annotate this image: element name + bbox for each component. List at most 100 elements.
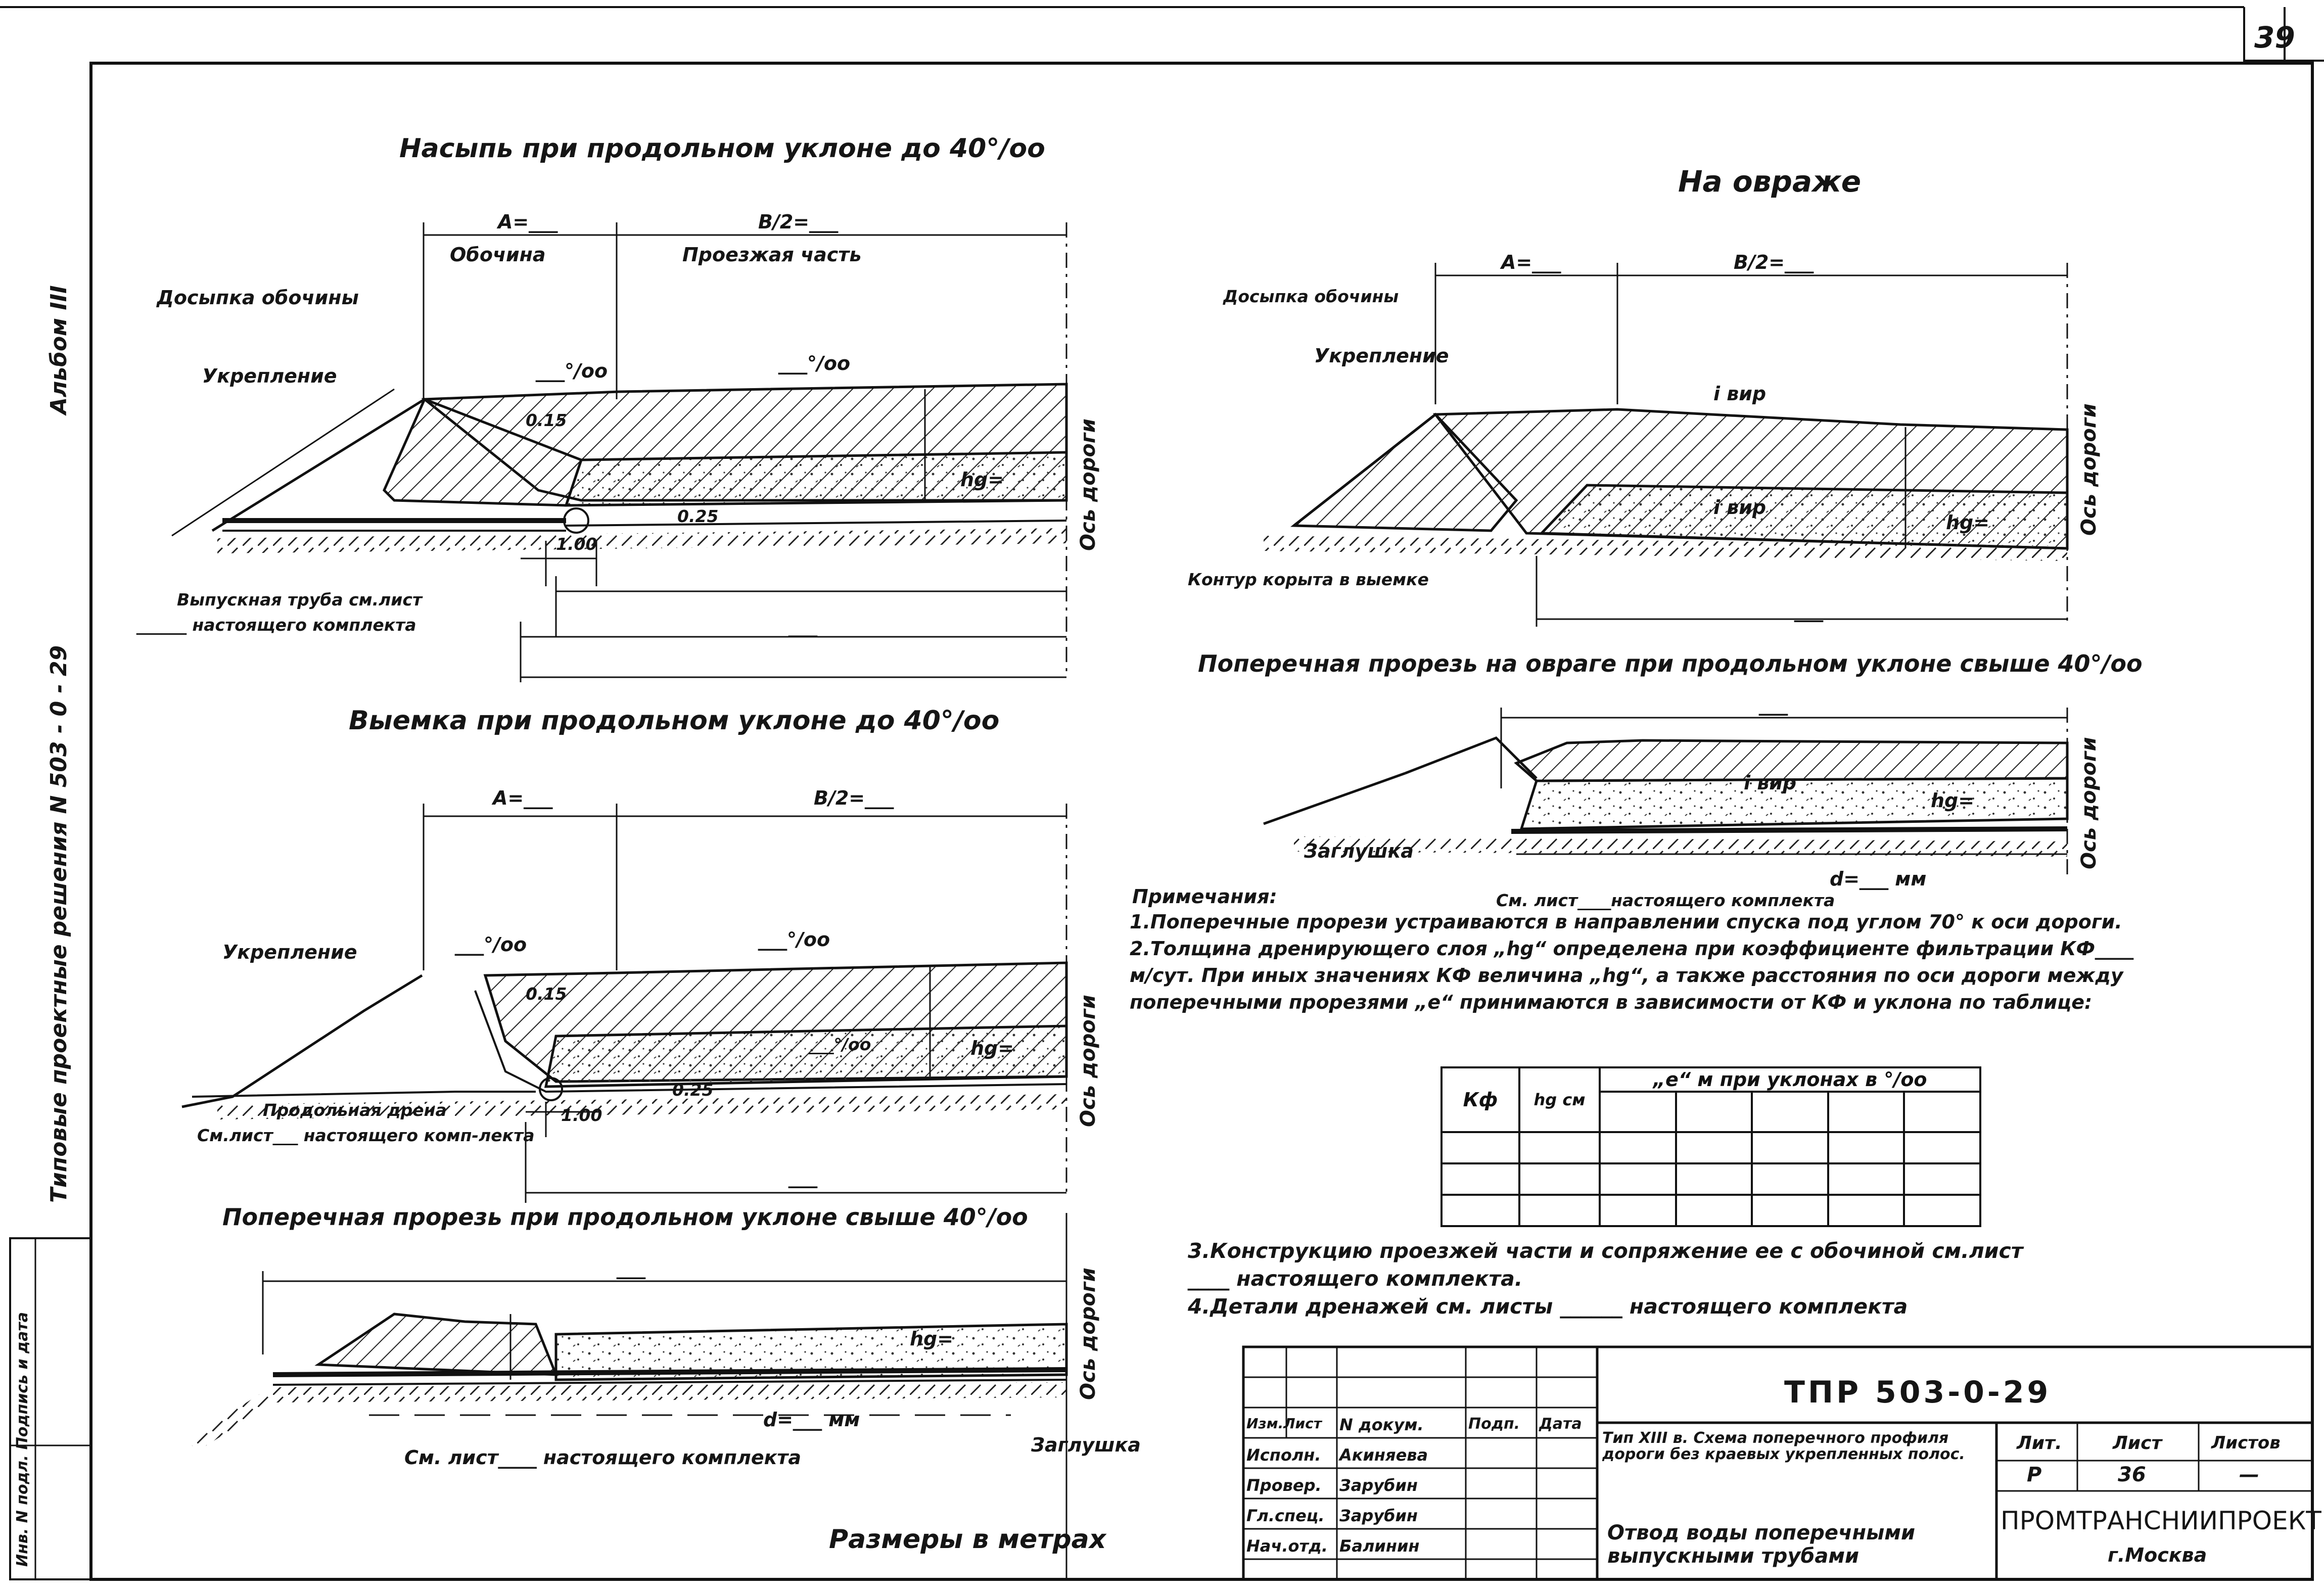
dim-blank: ___: [617, 1257, 645, 1279]
slope-drain: ___°/оо: [809, 1035, 871, 1054]
series-label: Типовые проектные решения N 503 - 0 - 29: [46, 645, 72, 1203]
name-3: Зарубин: [1339, 1476, 1418, 1495]
reinforcement-label: Укрепление: [222, 941, 357, 963]
transverse-section: [188, 1271, 1068, 1452]
dim-blank: ___: [788, 615, 817, 637]
sheet-label: Лист: [2113, 1433, 2162, 1454]
e-header: „е“ м при уклонах в °/оо: [1599, 1066, 1981, 1093]
dim-b: В/2=___: [758, 211, 839, 233]
note-2c: поперечными прорезями „е“ принимаются в …: [1130, 991, 2093, 1013]
title-transverse: Поперечная прорезь при продольном уклоне…: [222, 1203, 1028, 1231]
dim-015: 0.15: [526, 410, 567, 430]
lit-value: Р: [2027, 1463, 2042, 1486]
dim-025: 0.25: [677, 506, 719, 526]
reinforcement-label: Укрепление: [202, 365, 337, 387]
ravine-section: [1263, 263, 2069, 627]
hg-label: hg=: [960, 469, 1004, 491]
sheet-value: 36: [2118, 1463, 2146, 1486]
dim-025: 0.25: [672, 1080, 714, 1100]
note-4: 4.Детали дренажей см. листы ______ насто…: [1188, 1294, 1908, 1319]
units-label: Размеры в метрах: [829, 1524, 1106, 1555]
sheet-subject: Отвод воды поперечными выпускными трубам…: [1607, 1521, 1916, 1568]
trough-contour-label: Контур корыта в выемке: [1188, 570, 1429, 589]
slope-shoulder: ___°/оо: [536, 360, 608, 382]
slope-shoulder: ___°/оо: [455, 933, 527, 956]
embankment-section: [171, 222, 1068, 682]
road-axis-label: Ось дороги: [2077, 403, 2101, 536]
lit-label: Лит.: [2017, 1433, 2062, 1454]
date-header: Дата: [1539, 1415, 1582, 1433]
name-2: Зарубин: [1339, 1506, 1418, 1525]
title-embankment: Насыпь при продольном уклоне до 40°/оо: [399, 133, 1045, 164]
album-label: Альбом III: [46, 285, 72, 414]
i-vir-label: i вир: [1744, 772, 1797, 794]
d-mm-label: d=___ мм: [763, 1409, 860, 1431]
plug-label: Заглушка: [1304, 840, 1414, 862]
plug-label: Заглушка: [1031, 1434, 1141, 1456]
reinforcement-label: Укрепление: [1314, 345, 1449, 367]
sheet-description: Тип XIII в. Схема поперечного профиля до…: [1602, 1429, 1965, 1463]
kf-header: Кф: [1440, 1066, 1520, 1133]
title-block-frame: [1242, 1345, 2314, 1581]
dim-blank: ___: [1759, 693, 1788, 716]
this-set-label: ______ настоящего комплекта: [136, 615, 416, 635]
see-sheet-set-label: См.лист___ настоящего комп-лекта: [197, 1126, 535, 1145]
organization: ПРОМТРАНСНИИПРОЕКТ: [2001, 1506, 2321, 1535]
longitudinal-drain-label: Продольная дрена: [263, 1100, 447, 1120]
role-5: Изм.Лист: [1246, 1415, 1322, 1432]
title-ravine-transverse: Поперечная прорезь на овраге при продоль…: [1198, 650, 2143, 677]
hg-label: hg=: [910, 1328, 954, 1350]
note-2b: м/сут. При иных значениях КФ величина „h…: [1130, 964, 2123, 987]
name-4: Акиняева: [1339, 1445, 1428, 1465]
name-5: N докум.: [1339, 1415, 1424, 1434]
dim-a: А=___: [1501, 251, 1561, 273]
carriageway-label: Проезжая часть: [682, 244, 862, 266]
cut-section: [181, 804, 1068, 1203]
stamp-label: Инв. N подл. Подпись и дата: [14, 1312, 31, 1567]
dim-015: 0.15: [526, 984, 567, 1004]
dim-100: 1.00: [556, 534, 597, 554]
road-axis-label: Ось дороги: [2077, 737, 2101, 869]
ravine-transverse-section: [1263, 708, 2069, 879]
i-vir-top: i вир: [1713, 383, 1767, 405]
notes-see-sheet: См. лист____настоящего комплекта: [1496, 891, 1835, 910]
city: г.Москва: [2108, 1544, 2207, 1566]
title-cut: Выемка при продольном уклоне до 40°/оо: [349, 706, 1000, 736]
note-1: 1.Поперечные прорези устраиваются в напр…: [1130, 911, 2122, 933]
note-3a: 3.Конструкцию проезжей части и сопряжени…: [1188, 1239, 2023, 1263]
dim-b: В/2=___: [1734, 251, 1814, 273]
sheets-label: Листов: [2211, 1433, 2281, 1453]
kf-table: Кф hg см „е“ м при уклонах в °/оо: [1440, 1066, 1981, 1227]
see-sheet-bottom: См. лист____ настоящего комплекта: [404, 1446, 802, 1469]
d-mm-label: d=___ мм: [1830, 868, 1927, 890]
project-code: ТПР 503-0-29: [1784, 1375, 2052, 1410]
title-ravine: На овраже: [1678, 164, 1862, 199]
slope-carriageway: ___°/оо: [778, 352, 851, 375]
note-2a: 2.Толщина дренирующего слоя „hg“ определ…: [1130, 938, 2134, 960]
name-1: Балинин: [1339, 1536, 1420, 1556]
notes-heading: Примечания:: [1132, 885, 1277, 908]
road-axis-label: Ось дороги: [1077, 1268, 1100, 1400]
role-1: Нач.отд.: [1246, 1536, 1328, 1556]
hg-label: hg=: [1931, 789, 1975, 812]
dim-a: А=___: [493, 787, 553, 809]
note-3b: ____ настоящего комплекта.: [1188, 1267, 1523, 1291]
dim-blank: ___: [788, 1166, 817, 1188]
sign-header: Подп.: [1468, 1415, 1520, 1433]
role-3: Провер.: [1246, 1476, 1322, 1495]
role-2: Гл.спец.: [1246, 1506, 1325, 1525]
slope-carriageway: ___°/оо: [758, 928, 830, 951]
dim-b: В/2=___: [814, 787, 894, 809]
hg-label: hg=: [1946, 511, 1990, 534]
shoulder-fill-label: Досыпка обочины: [157, 287, 359, 309]
shoulder-label: Обочина: [450, 244, 546, 266]
road-axis-label: Ось дороги: [1077, 995, 1100, 1127]
shoulder-fill-label: Досыпка обочины: [1223, 287, 1399, 306]
page-number: 39: [2254, 20, 2295, 55]
sheets-value: —: [2239, 1463, 2259, 1486]
hg-header: hg см: [1518, 1066, 1601, 1133]
hg-label: hg=: [970, 1037, 1014, 1059]
i-vir-bottom: i вир: [1713, 496, 1767, 519]
